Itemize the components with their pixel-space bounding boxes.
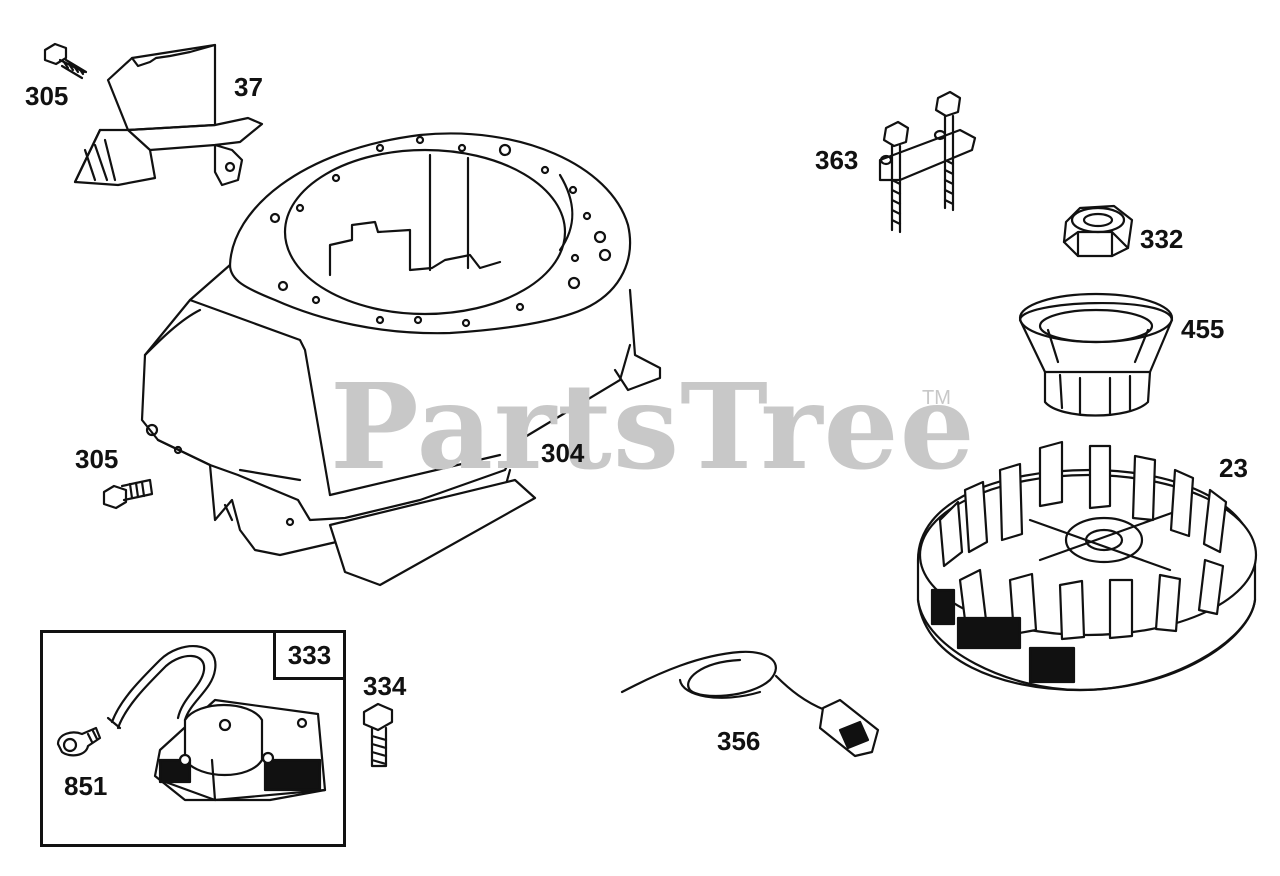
trademark-mark: TM xyxy=(922,387,951,409)
callout-455[interactable]: 455 xyxy=(1181,314,1225,344)
callout-356[interactable]: 356 xyxy=(717,726,761,756)
callout-305-top[interactable]: 305 xyxy=(25,81,69,111)
callout-851[interactable]: 851 xyxy=(64,771,108,801)
bolt-305-left[interactable] xyxy=(102,478,154,510)
callout-37[interactable]: 37 xyxy=(234,72,263,102)
flywheel-23[interactable] xyxy=(916,440,1258,692)
callout-304[interactable]: 304 xyxy=(541,438,585,468)
callout-334[interactable]: 334 xyxy=(363,671,407,701)
bracket-363[interactable] xyxy=(878,90,977,234)
wire-356[interactable] xyxy=(620,650,880,758)
nut-332[interactable] xyxy=(1062,204,1134,258)
kit-box xyxy=(40,630,346,847)
terminal-851[interactable] xyxy=(56,726,102,757)
callout-305-left[interactable]: 305 xyxy=(75,444,119,474)
callout-332[interactable]: 332 xyxy=(1140,224,1184,254)
bolt-334[interactable] xyxy=(362,702,394,768)
shield-37[interactable] xyxy=(73,43,264,187)
watermark-text: PartsTree xyxy=(330,357,976,496)
callout-23[interactable]: 23 xyxy=(1219,453,1248,483)
blower-housing-304[interactable] xyxy=(140,132,662,587)
ignition-coil-333[interactable] xyxy=(106,645,327,802)
callout-333[interactable]: 333 xyxy=(273,630,346,680)
callout-363[interactable]: 363 xyxy=(815,145,859,175)
cup-455[interactable] xyxy=(1018,292,1174,417)
bolt-305-top[interactable] xyxy=(43,42,88,80)
